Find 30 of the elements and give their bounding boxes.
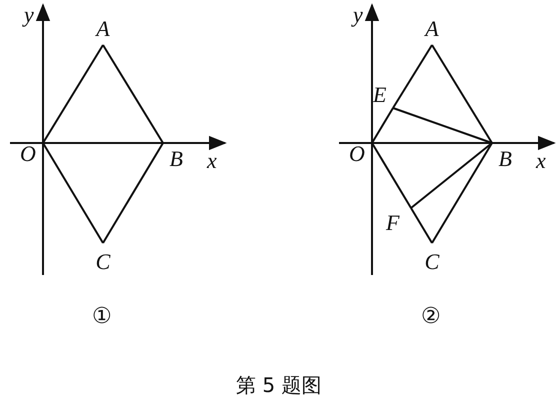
line-segment <box>42 44 104 144</box>
point-label: B <box>163 143 183 170</box>
point-label: A <box>422 18 442 45</box>
line-segment <box>102 142 164 244</box>
line-segment <box>102 44 164 144</box>
point-label: B <box>492 143 512 170</box>
line-segment <box>410 207 433 244</box>
line-segment <box>410 142 493 209</box>
point-label: C <box>93 243 113 273</box>
line-segment <box>371 107 394 144</box>
axis-label: y <box>353 4 363 26</box>
point-label: C <box>422 243 442 273</box>
point-label: O <box>349 143 372 167</box>
axis-label: x <box>536 150 546 172</box>
point-label: A <box>93 18 113 45</box>
line-segment <box>392 44 433 109</box>
line-segment <box>371 142 412 209</box>
line-segment <box>43 142 163 144</box>
point-label: E <box>373 84 393 108</box>
line-segment <box>42 142 104 244</box>
caption: 第 5 题图 <box>236 372 322 399</box>
line-segment <box>431 44 493 144</box>
line-segment <box>431 142 493 244</box>
axis-label: x <box>207 150 217 172</box>
figure-number: ① <box>92 305 112 327</box>
point-label: O <box>20 143 43 167</box>
point-label: F <box>386 208 411 234</box>
axis-label: y <box>24 4 34 26</box>
line-segment <box>392 107 492 144</box>
figure-number: ② <box>421 305 441 327</box>
